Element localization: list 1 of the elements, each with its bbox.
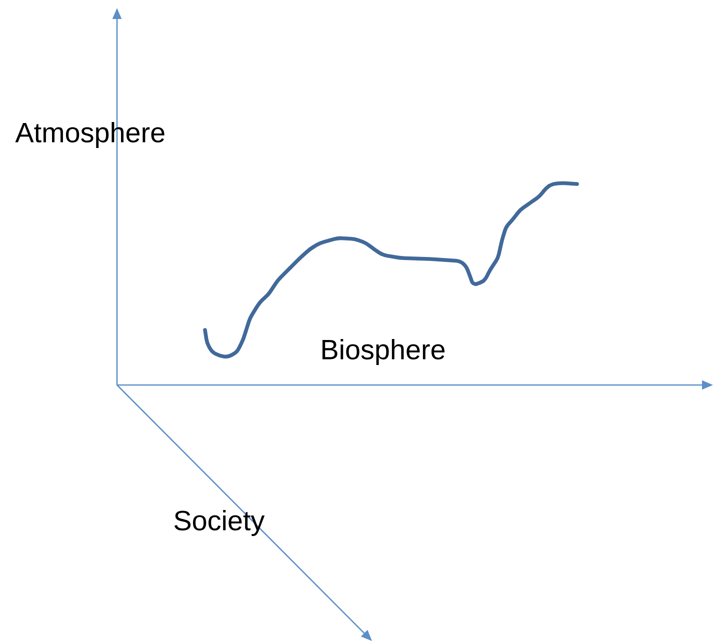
axis-label: Biosphere — [322, 339, 445, 365]
